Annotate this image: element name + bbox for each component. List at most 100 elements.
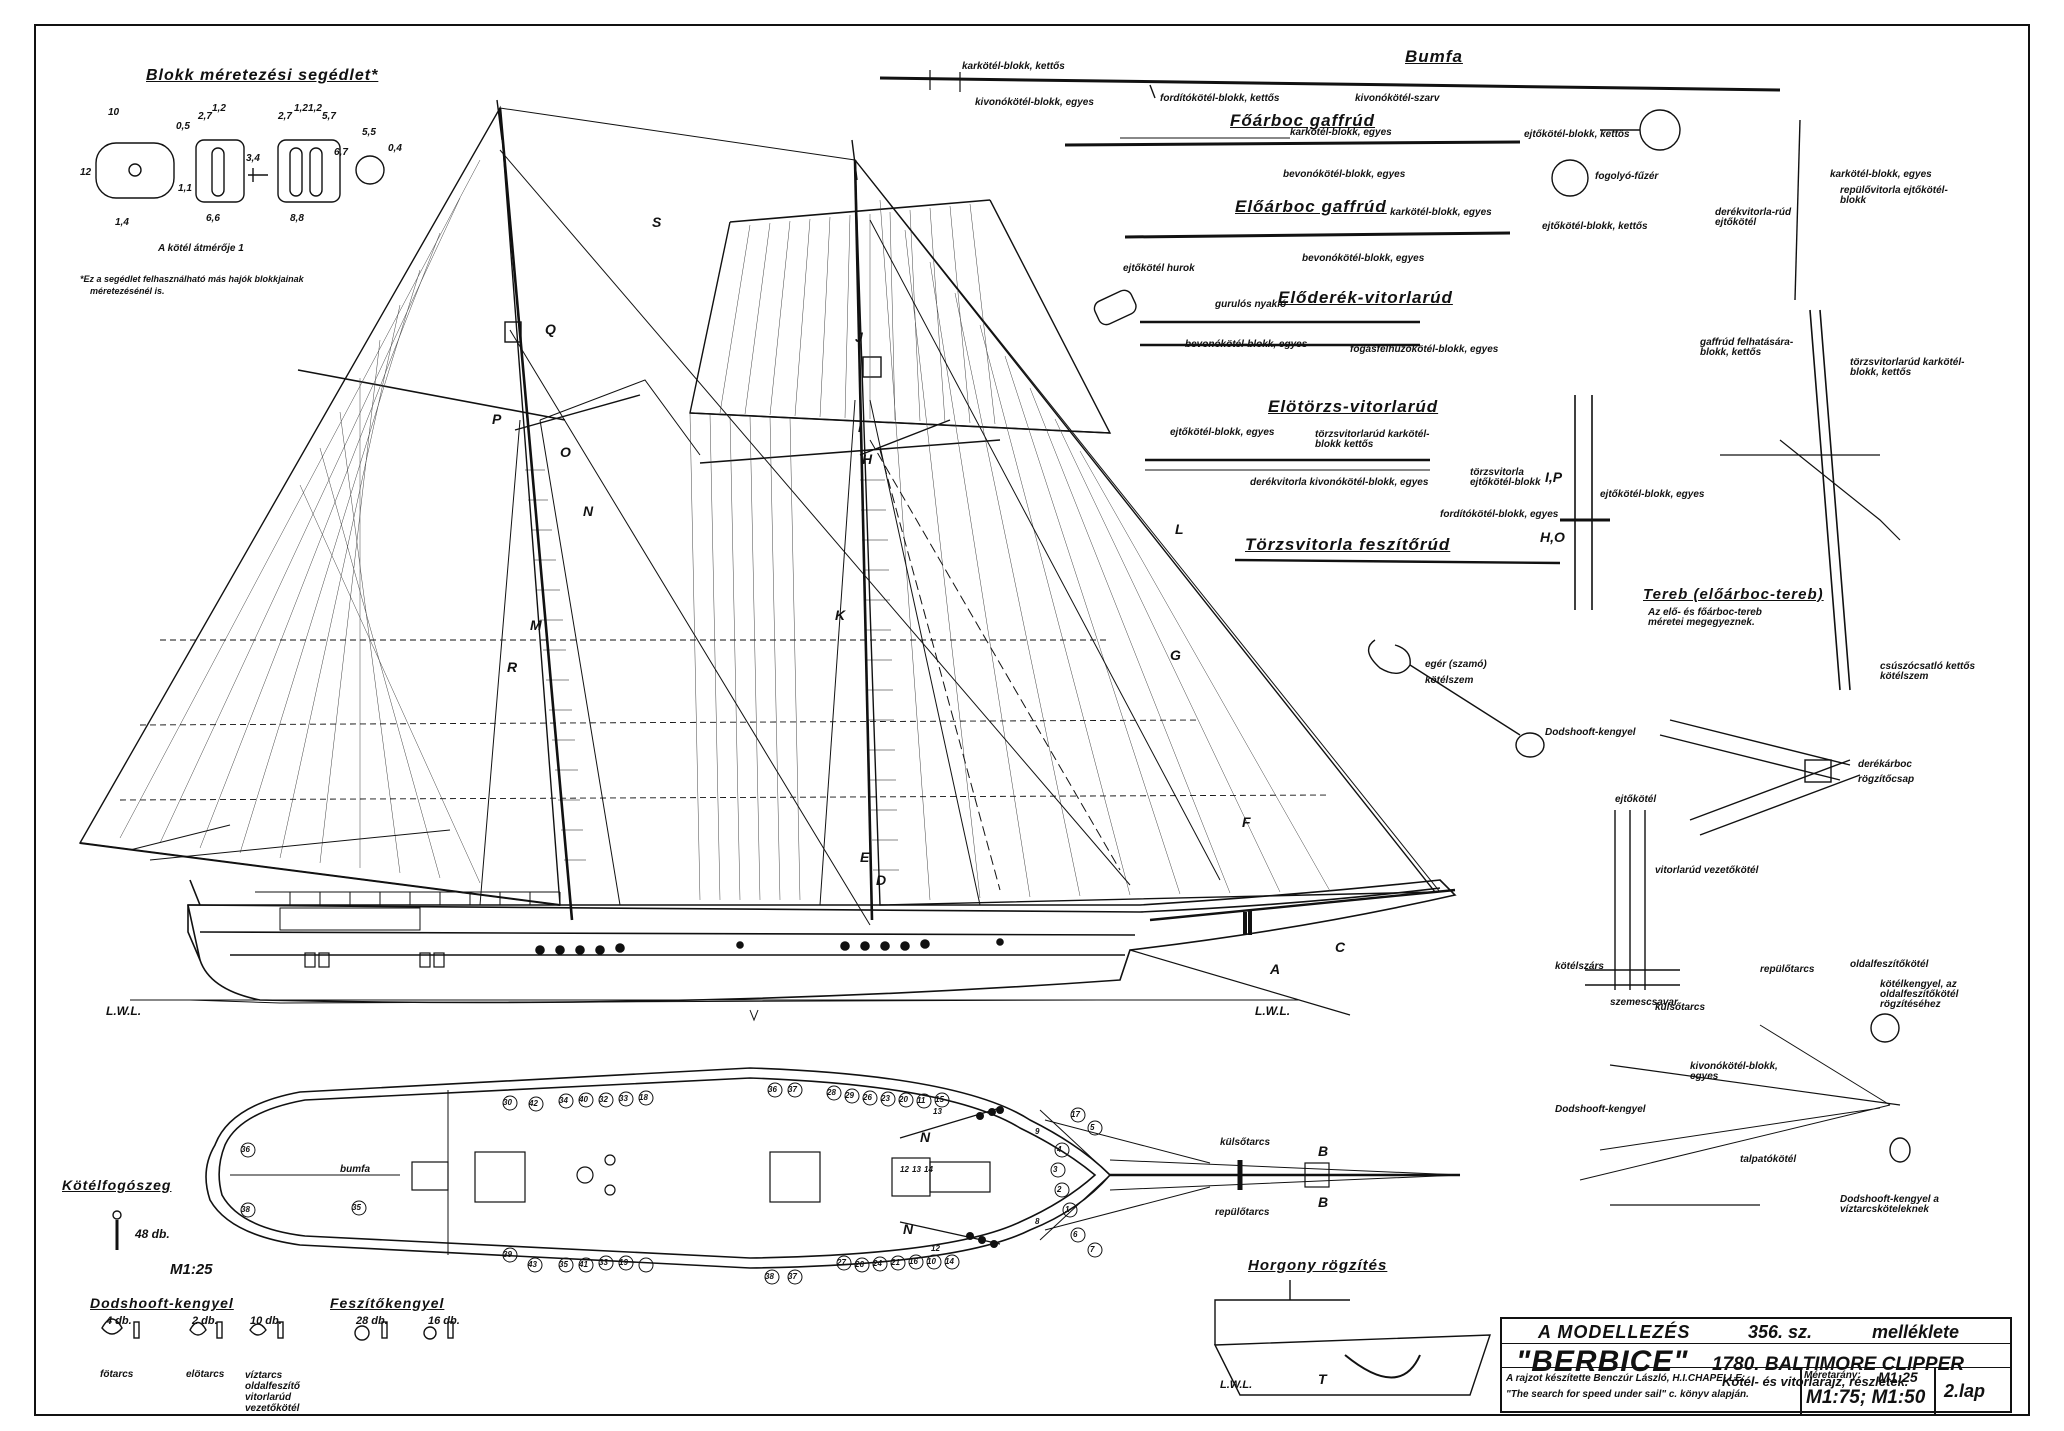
rig-letter: S <box>652 214 662 230</box>
elotorzs-label: derékvitorla kivonókötél-blokk, egyes <box>1250 477 1429 488</box>
cap-label: rögzítőcsap <box>1858 774 1915 785</box>
eloarboc-label: ejtőkötél hurok <box>1123 263 1195 274</box>
pin-number: 23 <box>881 1094 890 1103</box>
bowsprit-label: oldalfeszítőkötél <box>1850 959 1929 970</box>
elotorzs-label: törzsvitorlarúd karkötél-blokk kettős <box>1315 429 1430 450</box>
gaffguide-label: kötélszárs <box>1555 961 1604 972</box>
credit-line-2: "The search for speed under sail" c. kön… <box>1506 1389 1749 1400</box>
sails <box>78 105 1437 906</box>
rig-letter: O <box>560 444 571 460</box>
pin-number: 26 <box>863 1093 872 1102</box>
plan-letter: B <box>1318 1194 1329 1210</box>
sail-seams <box>119 159 1331 901</box>
pin-number: 38 <box>241 1205 250 1214</box>
block-dim: 1,4 <box>115 217 129 228</box>
bowsprit-label: Dodshooft-kengyel <box>1555 1104 1646 1115</box>
block-dim: 12 <box>80 167 92 178</box>
title-supplement: melléklete <box>1872 1322 1960 1342</box>
scale-label: Méretarány: <box>1804 1370 1861 1381</box>
block-guide-note: méretezésénél is. <box>90 286 165 296</box>
bowsprit-label: kötélkengyel, az oldalfeszítőkötél rögzí… <box>1880 979 1959 1010</box>
pin-number: 13 <box>933 1107 942 1116</box>
foarboc-label: ejtőkötél-blokk, kettős <box>1524 129 1630 140</box>
pin-number: 29 <box>845 1091 854 1100</box>
pin-number: 19 <box>619 1258 628 1267</box>
kengyel-caption: fötarcs <box>100 1369 134 1380</box>
pin-number: 43 <box>528 1260 537 1269</box>
block-dim: 2,7 <box>278 111 292 122</box>
gaffjaw-label: karkötél-blokk, egyes <box>1830 169 1932 180</box>
tereb-label: törzsvitorlarúd karkötél-blokk, kettős <box>1850 357 1965 378</box>
pin-number: 37 <box>788 1272 797 1281</box>
elotorzs-label: fordítókötél-blokk, egyes <box>1440 509 1559 520</box>
foarboc-gaffrud-title: Főárboc gaffrúd <box>1230 111 1376 130</box>
pin-number: 41 <box>579 1260 588 1269</box>
pin-number: 37 <box>788 1085 797 1094</box>
pin-number: 39 <box>503 1250 512 1259</box>
title-subtitle: Kötél- és vitorlarajz, részletek. <box>1722 1374 1909 1389</box>
pin-number: 8 <box>1035 1217 1040 1226</box>
plan-view <box>205 1067 1461 1285</box>
pin-number: 38 <box>765 1272 774 1281</box>
title-publication: A MODELLEZÉS <box>1538 1322 1691 1342</box>
kengyel-title-2: Feszítőkengyel <box>330 1295 445 1311</box>
gaffguide-label: vitorlarúd vezetőkötél <box>1655 865 1759 876</box>
kengyel-title-1: Dodshooft-kengyel <box>90 1295 234 1311</box>
dodshooft-label: Dodshooft-kengyel <box>1545 727 1636 738</box>
block-dim: 1,2 <box>294 103 308 114</box>
gaffguide-label: szemescsavar <box>1610 997 1678 1008</box>
eloarboc-label: bevonókötél-blokk, egyes <box>1302 253 1425 264</box>
plan-label: repülőtarcs <box>1215 1207 1270 1218</box>
rig-letter: Q <box>545 321 556 337</box>
masthead-label: ejtőkötél-blokk, egyes <box>1600 489 1705 500</box>
block-guide-note: *Ez a segédlet felhasználható más hajók … <box>80 274 304 284</box>
ship-type: 1780. BALTIMORE CLIPPER <box>1712 1354 1964 1375</box>
block-dim: 8,8 <box>290 213 304 224</box>
pin-number: 12 <box>931 1244 940 1253</box>
plan-letter: N <box>903 1221 914 1237</box>
foarboc-label: bevonókötél-blokk, egyes <box>1283 169 1406 180</box>
tereb-label: gaffrúd felhatására-blokk, kettős <box>1700 337 1794 358</box>
rig-letter: R <box>507 659 518 675</box>
masthead-mark: H,O <box>1540 529 1565 545</box>
rig-letter: D <box>876 872 887 888</box>
bowsprit-label: repülőtarcs <box>1760 964 1815 975</box>
rig-letter: A <box>1270 961 1281 977</box>
pin-number: 6 <box>1073 1230 1078 1239</box>
pin-number: 30 <box>503 1098 512 1107</box>
elotorzs-label: törzsvitorla ejtőkötél-blokk <box>1470 467 1541 488</box>
standing-rigging <box>129 107 1441 926</box>
eloderek-title: Előderék-vitorlarúd <box>1278 288 1453 307</box>
rig-letter: H <box>862 451 873 467</box>
block-guide-title: Blokk méretezési segédlet* <box>146 67 379 84</box>
rig-letter: K <box>835 607 846 623</box>
eloarboc-gaffrud-title: Előárboc gaffrúd <box>1235 197 1387 216</box>
eloarboc-label: ejtőkötél-blokk, kettős <box>1542 221 1648 232</box>
elotorzs-label: ejtőkötél-blokk, egyes <box>1170 427 1275 438</box>
pin-number: 28 <box>827 1088 836 1097</box>
kengyel-count: 28 db. <box>356 1315 388 1327</box>
rig-letter: J <box>855 329 863 345</box>
sheet-frame <box>34 24 2030 1416</box>
rig-letter: M <box>530 617 542 633</box>
pin-number: 40 <box>579 1095 588 1104</box>
pin-number: 18 <box>639 1093 648 1102</box>
block-guide-caption: A kötél átmérője 1 <box>158 243 244 254</box>
gaffjaw-label: repülővitorla ejtőkötél-blokk <box>1840 185 1948 206</box>
scale-1: M1:25 <box>1878 1369 1918 1385</box>
hull-profile <box>187 879 1457 1016</box>
horgony-title: Horgony rögzítés <box>1248 1257 1388 1274</box>
rig-letter: F <box>1242 814 1251 830</box>
pin-number: 21 <box>891 1258 900 1267</box>
pin-number: 14 <box>945 1257 954 1266</box>
pin-number: 34 <box>559 1096 568 1105</box>
pin-number: 9 <box>1035 1127 1040 1136</box>
foarboc-label: fogolyó-fűzér <box>1595 171 1659 182</box>
bowsprit-label: kivonókötél-blokk, egyes <box>1690 1061 1778 1082</box>
pin-number: 11 <box>917 1096 926 1105</box>
pin-number: 27 <box>837 1258 846 1267</box>
credit-line-1: A rajzot készítette Benczúr László, H.I.… <box>1506 1373 1746 1384</box>
torzsvitorla-title: Törzsvitorla feszítőrúd <box>1245 535 1451 554</box>
